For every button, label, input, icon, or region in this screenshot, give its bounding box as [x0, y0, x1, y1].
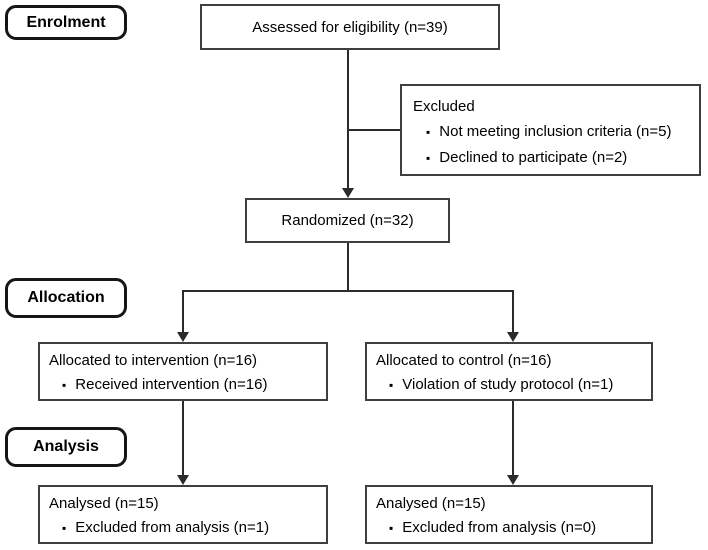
box-assessed-eligibility-title: Assessed for eligibility (n=39): [252, 18, 448, 36]
box-allocated-intervention-title: Allocated to intervention (n=16): [49, 352, 258, 369]
box-allocated-intervention-bullet-1: Received intervention (n=16): [75, 376, 268, 393]
box-randomized-title: Randomized (n=32): [281, 212, 414, 229]
box-assessed-eligibility: Assessed for eligibility (n=39): [200, 4, 500, 50]
connector-split-left: [182, 291, 184, 333]
list-item: ▪ Excluded from analysis (n=0): [376, 516, 645, 540]
square-bullet-icon: ▪: [426, 125, 431, 139]
list-item: ▪ Excluded from analysis (n=1): [49, 516, 320, 540]
box-analysed-intervention-bullet-1: Excluded from analysis (n=1): [75, 519, 270, 536]
connector-assessed-randomized: [347, 50, 349, 189]
square-bullet-icon: ▪: [389, 521, 394, 535]
square-bullet-icon: ▪: [62, 378, 67, 392]
arrowhead-into-allocated-intervention: [177, 332, 189, 342]
box-analysed-control-title: Analysed (n=15): [376, 495, 486, 512]
box-allocated-control: Allocated to control (n=16) ▪ Violation …: [365, 342, 653, 401]
connector-split-horizontal: [182, 290, 514, 292]
stage-label-allocation: Allocation: [5, 278, 127, 318]
box-analysed-control-bullet-1: Excluded from analysis (n=0): [402, 519, 597, 536]
list-item: ▪ Violation of study protocol (n=1): [376, 373, 645, 397]
box-analysed-intervention-title: Analysed (n=15): [49, 495, 159, 512]
list-item: ▪ Not meeting inclusion criteria (n=5): [413, 119, 691, 145]
list-item: ▪ Declined to participate (n=2): [413, 145, 691, 171]
box-excluded-title: Excluded: [413, 98, 475, 115]
connector-allocation-analysis-left: [182, 401, 184, 475]
arrowhead-into-allocated-control: [507, 332, 519, 342]
connector-randomized-split: [347, 243, 349, 291]
box-excluded: Excluded ▪ Not meeting inclusion criteri…: [400, 84, 701, 176]
square-bullet-icon: ▪: [426, 151, 431, 165]
box-allocated-control-title: Allocated to control (n=16): [376, 352, 552, 369]
box-excluded-bullet-2: Declined to participate (n=2): [439, 149, 628, 166]
connector-split-right: [512, 291, 514, 333]
stage-label-enrolment: Enrolment: [5, 5, 127, 40]
box-excluded-bullet-1: Not meeting inclusion criteria (n=5): [439, 123, 672, 140]
stage-label-analysis-text: Analysis: [33, 438, 99, 455]
list-item: ▪ Received intervention (n=16): [49, 373, 320, 397]
arrowhead-into-randomized: [342, 188, 354, 198]
stage-label-enrolment-text: Enrolment: [26, 13, 106, 31]
box-randomized: Randomized (n=32): [245, 198, 450, 243]
box-allocated-intervention: Allocated to intervention (n=16) ▪ Recei…: [38, 342, 328, 401]
square-bullet-icon: ▪: [62, 521, 67, 535]
box-analysed-intervention: Analysed (n=15) ▪ Excluded from analysis…: [38, 485, 328, 544]
arrowhead-into-analysed-control: [507, 475, 519, 485]
square-bullet-icon: ▪: [389, 378, 394, 392]
box-analysed-control: Analysed (n=15) ▪ Excluded from analysis…: [365, 485, 653, 544]
box-allocated-control-bullet-1: Violation of study protocol (n=1): [402, 376, 614, 393]
stage-label-analysis: Analysis: [5, 427, 127, 467]
arrowhead-into-analysed-intervention: [177, 475, 189, 485]
connector-branch-excluded: [348, 129, 400, 131]
stage-label-allocation-text: Allocation: [27, 289, 105, 306]
connector-allocation-analysis-right: [512, 401, 514, 475]
